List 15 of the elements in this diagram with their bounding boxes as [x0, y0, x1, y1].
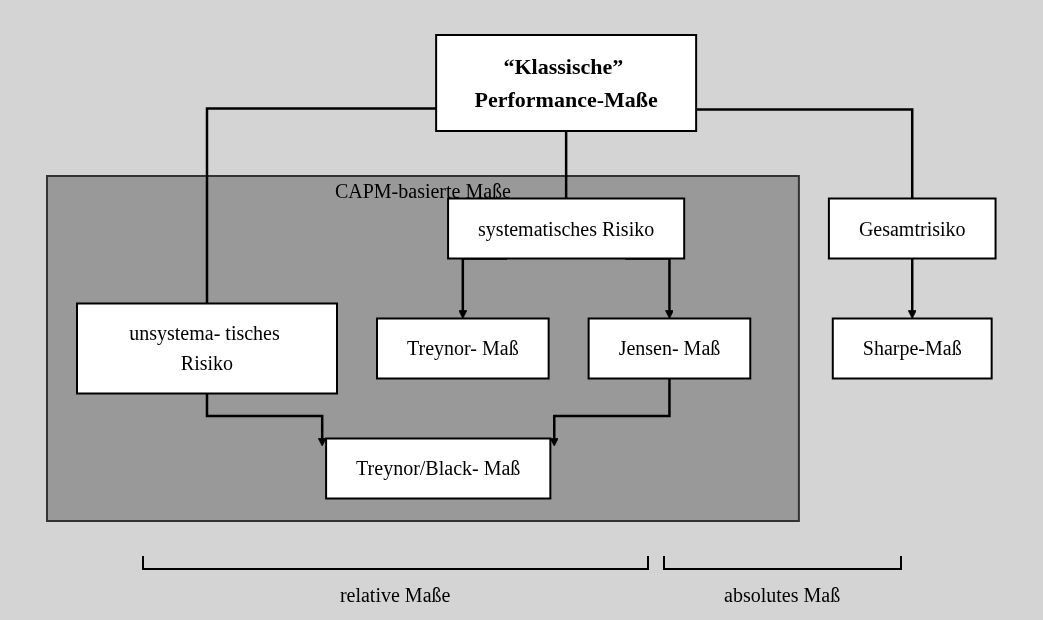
arrow	[908, 257, 917, 319]
node-box: Treynor- Maß	[376, 317, 550, 380]
node-box: Sharpe-Maß	[832, 317, 993, 380]
node-box: “Klassische” Performance-Maße	[435, 34, 698, 132]
connector	[205, 107, 437, 304]
bracket-label: relative Maße	[338, 584, 452, 607]
node-box: Treynor/Black- Maß	[325, 437, 552, 500]
node-box: unsystema- tisches Risiko	[76, 302, 339, 395]
arrow	[205, 392, 327, 447]
node-box: Jensen- Maß	[587, 317, 752, 380]
node-box: systematisches Risiko	[447, 197, 686, 260]
arrow	[550, 377, 671, 447]
node-box: Gesamtrisiko	[828, 197, 997, 260]
connector	[696, 108, 914, 199]
bracket-label: absolutes Maß	[723, 584, 842, 607]
